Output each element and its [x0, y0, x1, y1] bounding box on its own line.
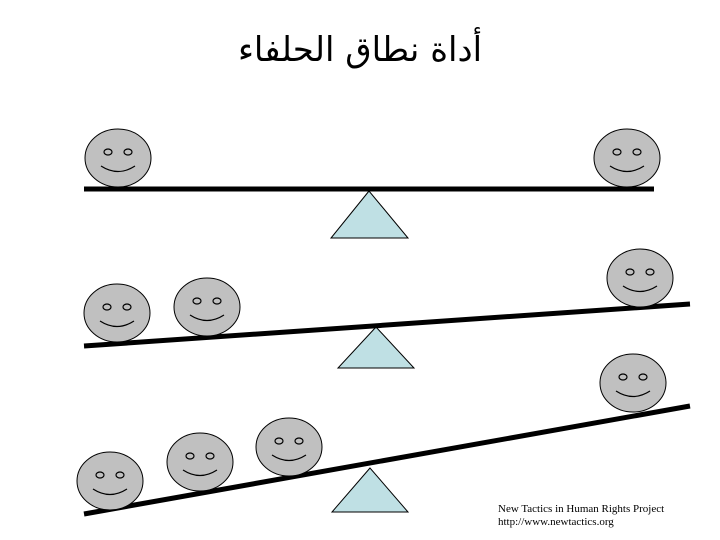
smiley-face-icon	[599, 353, 667, 413]
smiley-face-icon	[593, 128, 661, 188]
fulcrum-icon	[330, 467, 410, 513]
slide-title: أداة نطاق الحلفاء	[237, 30, 483, 70]
smiley-face-icon	[166, 432, 234, 492]
credit-text: New Tactics in Human Rights Project http…	[498, 503, 664, 529]
smiley-face-icon	[76, 451, 144, 511]
smiley-face-icon	[173, 277, 241, 337]
scale-tilted-strong	[76, 353, 691, 517]
fulcrum-icon	[329, 190, 410, 239]
smiley-face-icon	[83, 283, 151, 343]
smiley-face-icon	[255, 417, 323, 477]
beam	[83, 403, 691, 517]
smiley-face-icon	[84, 128, 152, 188]
scale-balanced	[84, 128, 661, 239]
beam	[83, 301, 691, 349]
credit-line-project: New Tactics in Human Rights Project	[498, 503, 665, 515]
smiley-face-icon	[606, 248, 674, 308]
fulcrum-icon	[336, 326, 416, 369]
credit-line-url: http://www.newtactics.org	[498, 516, 614, 528]
scale-tilted-slight	[83, 248, 691, 369]
